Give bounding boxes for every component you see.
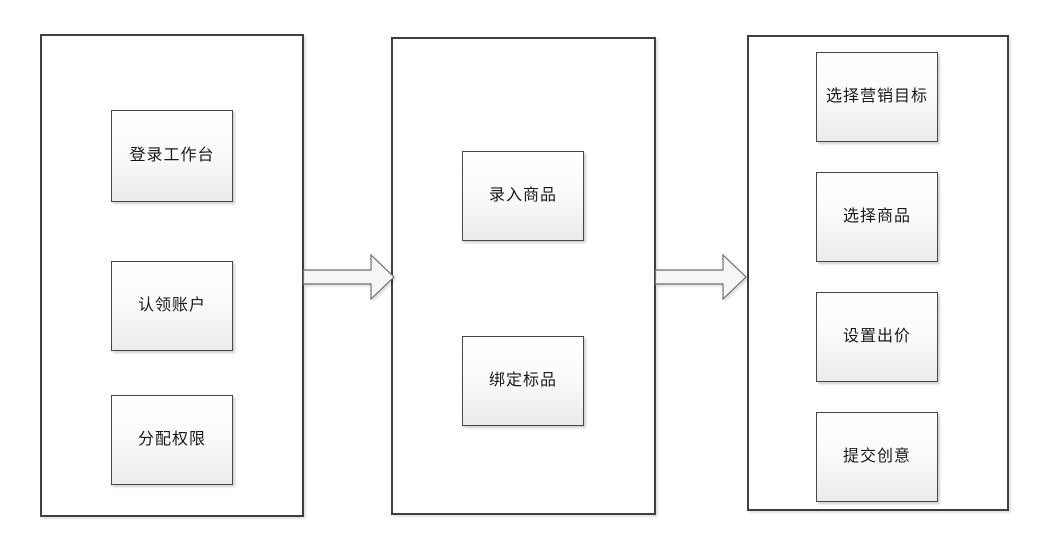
- stage-container-2: [391, 37, 656, 515]
- flow-step-label: 设置出价: [842, 328, 911, 346]
- flow-step-box: 登录工作台: [111, 110, 233, 202]
- flow-step-box: 提交创意: [816, 412, 938, 502]
- flow-step-box: 选择营销目标: [816, 52, 938, 142]
- flow-step-label: 认领账户: [137, 297, 206, 315]
- flow-step-label: 分配权限: [137, 431, 206, 449]
- flow-step-label: 选择商品: [842, 208, 911, 226]
- flow-step-box: 分配权限: [111, 395, 233, 485]
- flow-step-label: 录入商品: [488, 187, 557, 205]
- flow-step-box: 录入商品: [462, 151, 584, 241]
- flow-step-box: 认领账户: [111, 261, 233, 351]
- arrow-right-icon: [303, 254, 395, 300]
- flow-step-label: 选择营销目标: [825, 88, 928, 106]
- arrow-right-icon: [655, 254, 747, 300]
- flow-step-label: 绑定标品: [488, 372, 557, 390]
- flow-step-box: 绑定标品: [462, 336, 584, 426]
- flow-step-box: 选择商品: [816, 172, 938, 262]
- flow-step-label: 提交创意: [842, 448, 911, 466]
- flow-step-box: 设置出价: [816, 292, 938, 382]
- flow-step-label: 登录工作台: [129, 147, 215, 165]
